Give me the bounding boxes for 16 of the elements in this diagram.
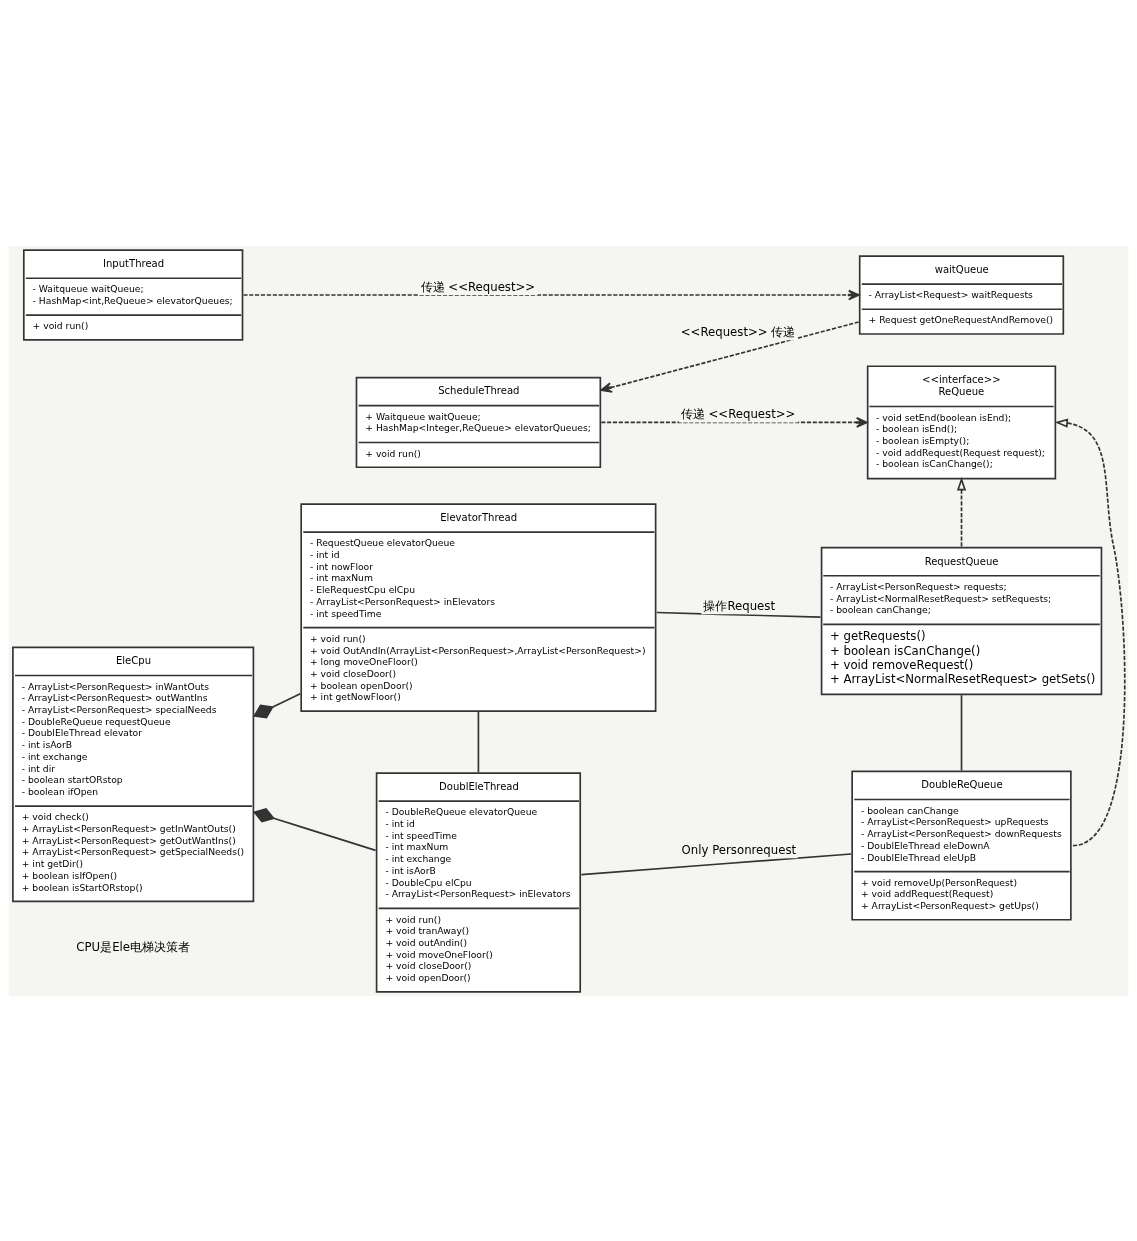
edge-label: 操作Request <box>703 598 776 613</box>
connector <box>477 710 480 773</box>
edge-label: 传递 <<Request>> <box>420 279 536 294</box>
arrow <box>1054 417 1126 846</box>
connector <box>253 692 302 718</box>
connector <box>252 807 377 851</box>
connector <box>580 852 853 875</box>
edge-label: <<Request>> 传递 <box>680 324 796 339</box>
edge-label: 传递 <<Request>> <box>680 406 796 421</box>
arrow <box>600 416 868 428</box>
label: CPU是Ele电梯决策者 <box>76 939 191 954</box>
arrow <box>956 476 967 547</box>
connector <box>655 611 822 618</box>
edge-label: Only Personrequest <box>681 842 797 857</box>
connector <box>960 693 963 771</box>
arrow <box>242 289 860 300</box>
